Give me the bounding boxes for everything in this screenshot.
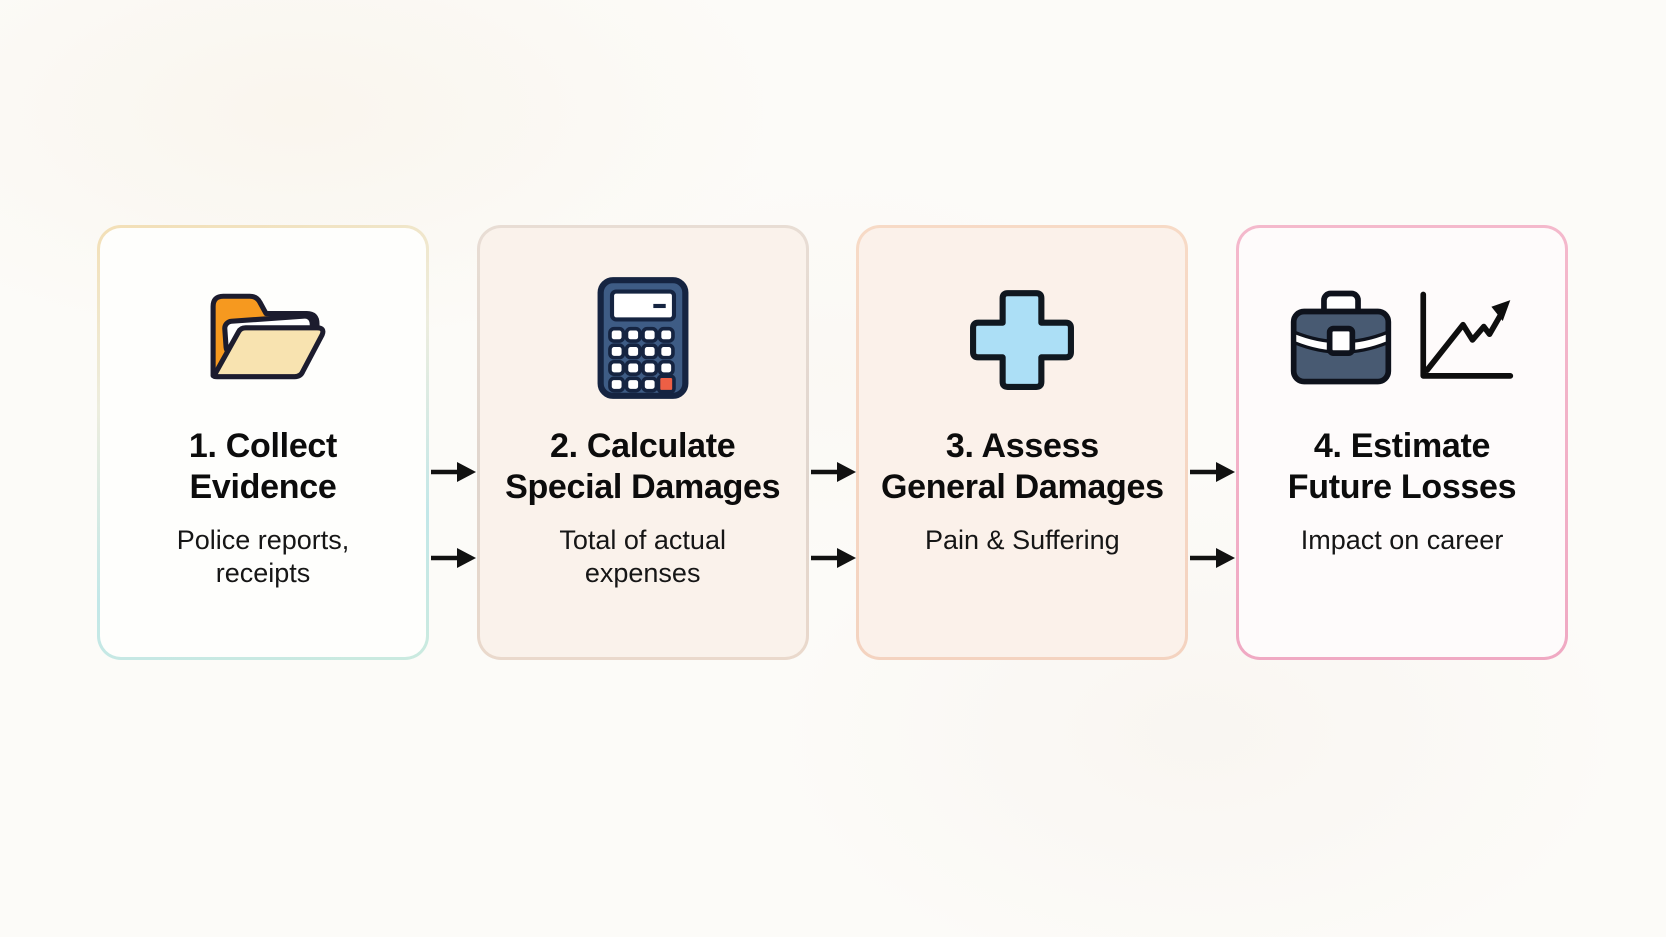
connector-gap-2 <box>809 225 857 660</box>
step-card-calculate-special-damages: 2. Calculate Special Damages Total of ac… <box>476 225 809 660</box>
medical-cross-icon <box>970 290 1075 390</box>
growth-chart-icon <box>1420 291 1514 379</box>
step-icon-area-4 <box>1288 274 1516 402</box>
step-card-body-3: 3. Assess General Damages Pain & Sufferi… <box>859 228 1186 657</box>
open-folder-icon <box>210 293 326 380</box>
step-subtitle-3-line1: Pain & Suffering <box>925 524 1120 555</box>
step-title-4-line2: Future Losses <box>1287 468 1517 507</box>
step-title-1-line2: Evidence <box>189 468 337 507</box>
step-title-3: 3. Assess General Damages <box>881 426 1164 509</box>
step-subtitle-2-line2: expenses <box>584 557 701 588</box>
step-icon-area-1 <box>195 274 331 402</box>
connector-gap-3 <box>1188 225 1236 660</box>
step-title-2-line1: 2. Calculate <box>549 427 736 465</box>
step-card-body-4: 4. Estimate Future Losses Impact on care… <box>1239 228 1566 657</box>
step-title-3-line1: 3. Assess <box>945 427 1099 465</box>
flow-arrow-icon <box>810 462 856 482</box>
step-title-4-line1: 4. Estimate <box>1313 427 1491 465</box>
step-card-estimate-future-losses: 4. Estimate Future Losses Impact on care… <box>1236 225 1569 660</box>
step-subtitle-4-line1: Impact on career <box>1300 524 1504 555</box>
step-card-body-2: 2. Calculate Special Damages Total of ac… <box>479 228 806 657</box>
step-title-1-line1: 1. Collect <box>188 427 338 465</box>
step-title-1: 1. Collect Evidence <box>189 426 337 509</box>
step-subtitle-2-line1: Total of actual <box>559 524 726 555</box>
flow-arrow-icon <box>1190 462 1236 482</box>
step-subtitle-1: Police reports, receipts <box>177 524 350 590</box>
briefcase-icon <box>1290 290 1392 385</box>
steps-row: 1. Collect Evidence Police reports, rece… <box>97 225 1569 660</box>
step-title-4: 4. Estimate Future Losses <box>1288 426 1517 509</box>
flow-arrow-icon <box>430 462 476 482</box>
step-title-2-line2: Special Damages <box>505 468 781 507</box>
step-title-2: 2. Calculate Special Damages <box>505 426 781 509</box>
calculator-icon <box>597 277 689 399</box>
flow-arrow-icon <box>1190 548 1236 568</box>
step-title-3-line2: General Damages <box>880 468 1164 507</box>
step-subtitle-3: Pain & Suffering <box>925 524 1120 557</box>
step-icon-area-3 <box>969 274 1075 402</box>
step-subtitle-4: Impact on career <box>1301 524 1504 557</box>
step-subtitle-1-line2: receipts <box>215 557 311 588</box>
step-subtitle-1-line1: Police reports, <box>176 524 350 555</box>
flow-arrow-icon <box>430 548 476 568</box>
step-card-body-1: 1. Collect Evidence Police reports, rece… <box>100 228 426 657</box>
step-subtitle-2: Total of actual expenses <box>559 524 726 590</box>
step-card-collect-evidence: 1. Collect Evidence Police reports, rece… <box>97 225 429 660</box>
flow-arrow-icon <box>810 548 856 568</box>
step-icon-area-2 <box>595 274 691 402</box>
connector-gap-1 <box>429 225 477 660</box>
step-card-assess-general-damages: 3. Assess General Damages Pain & Sufferi… <box>856 225 1189 660</box>
